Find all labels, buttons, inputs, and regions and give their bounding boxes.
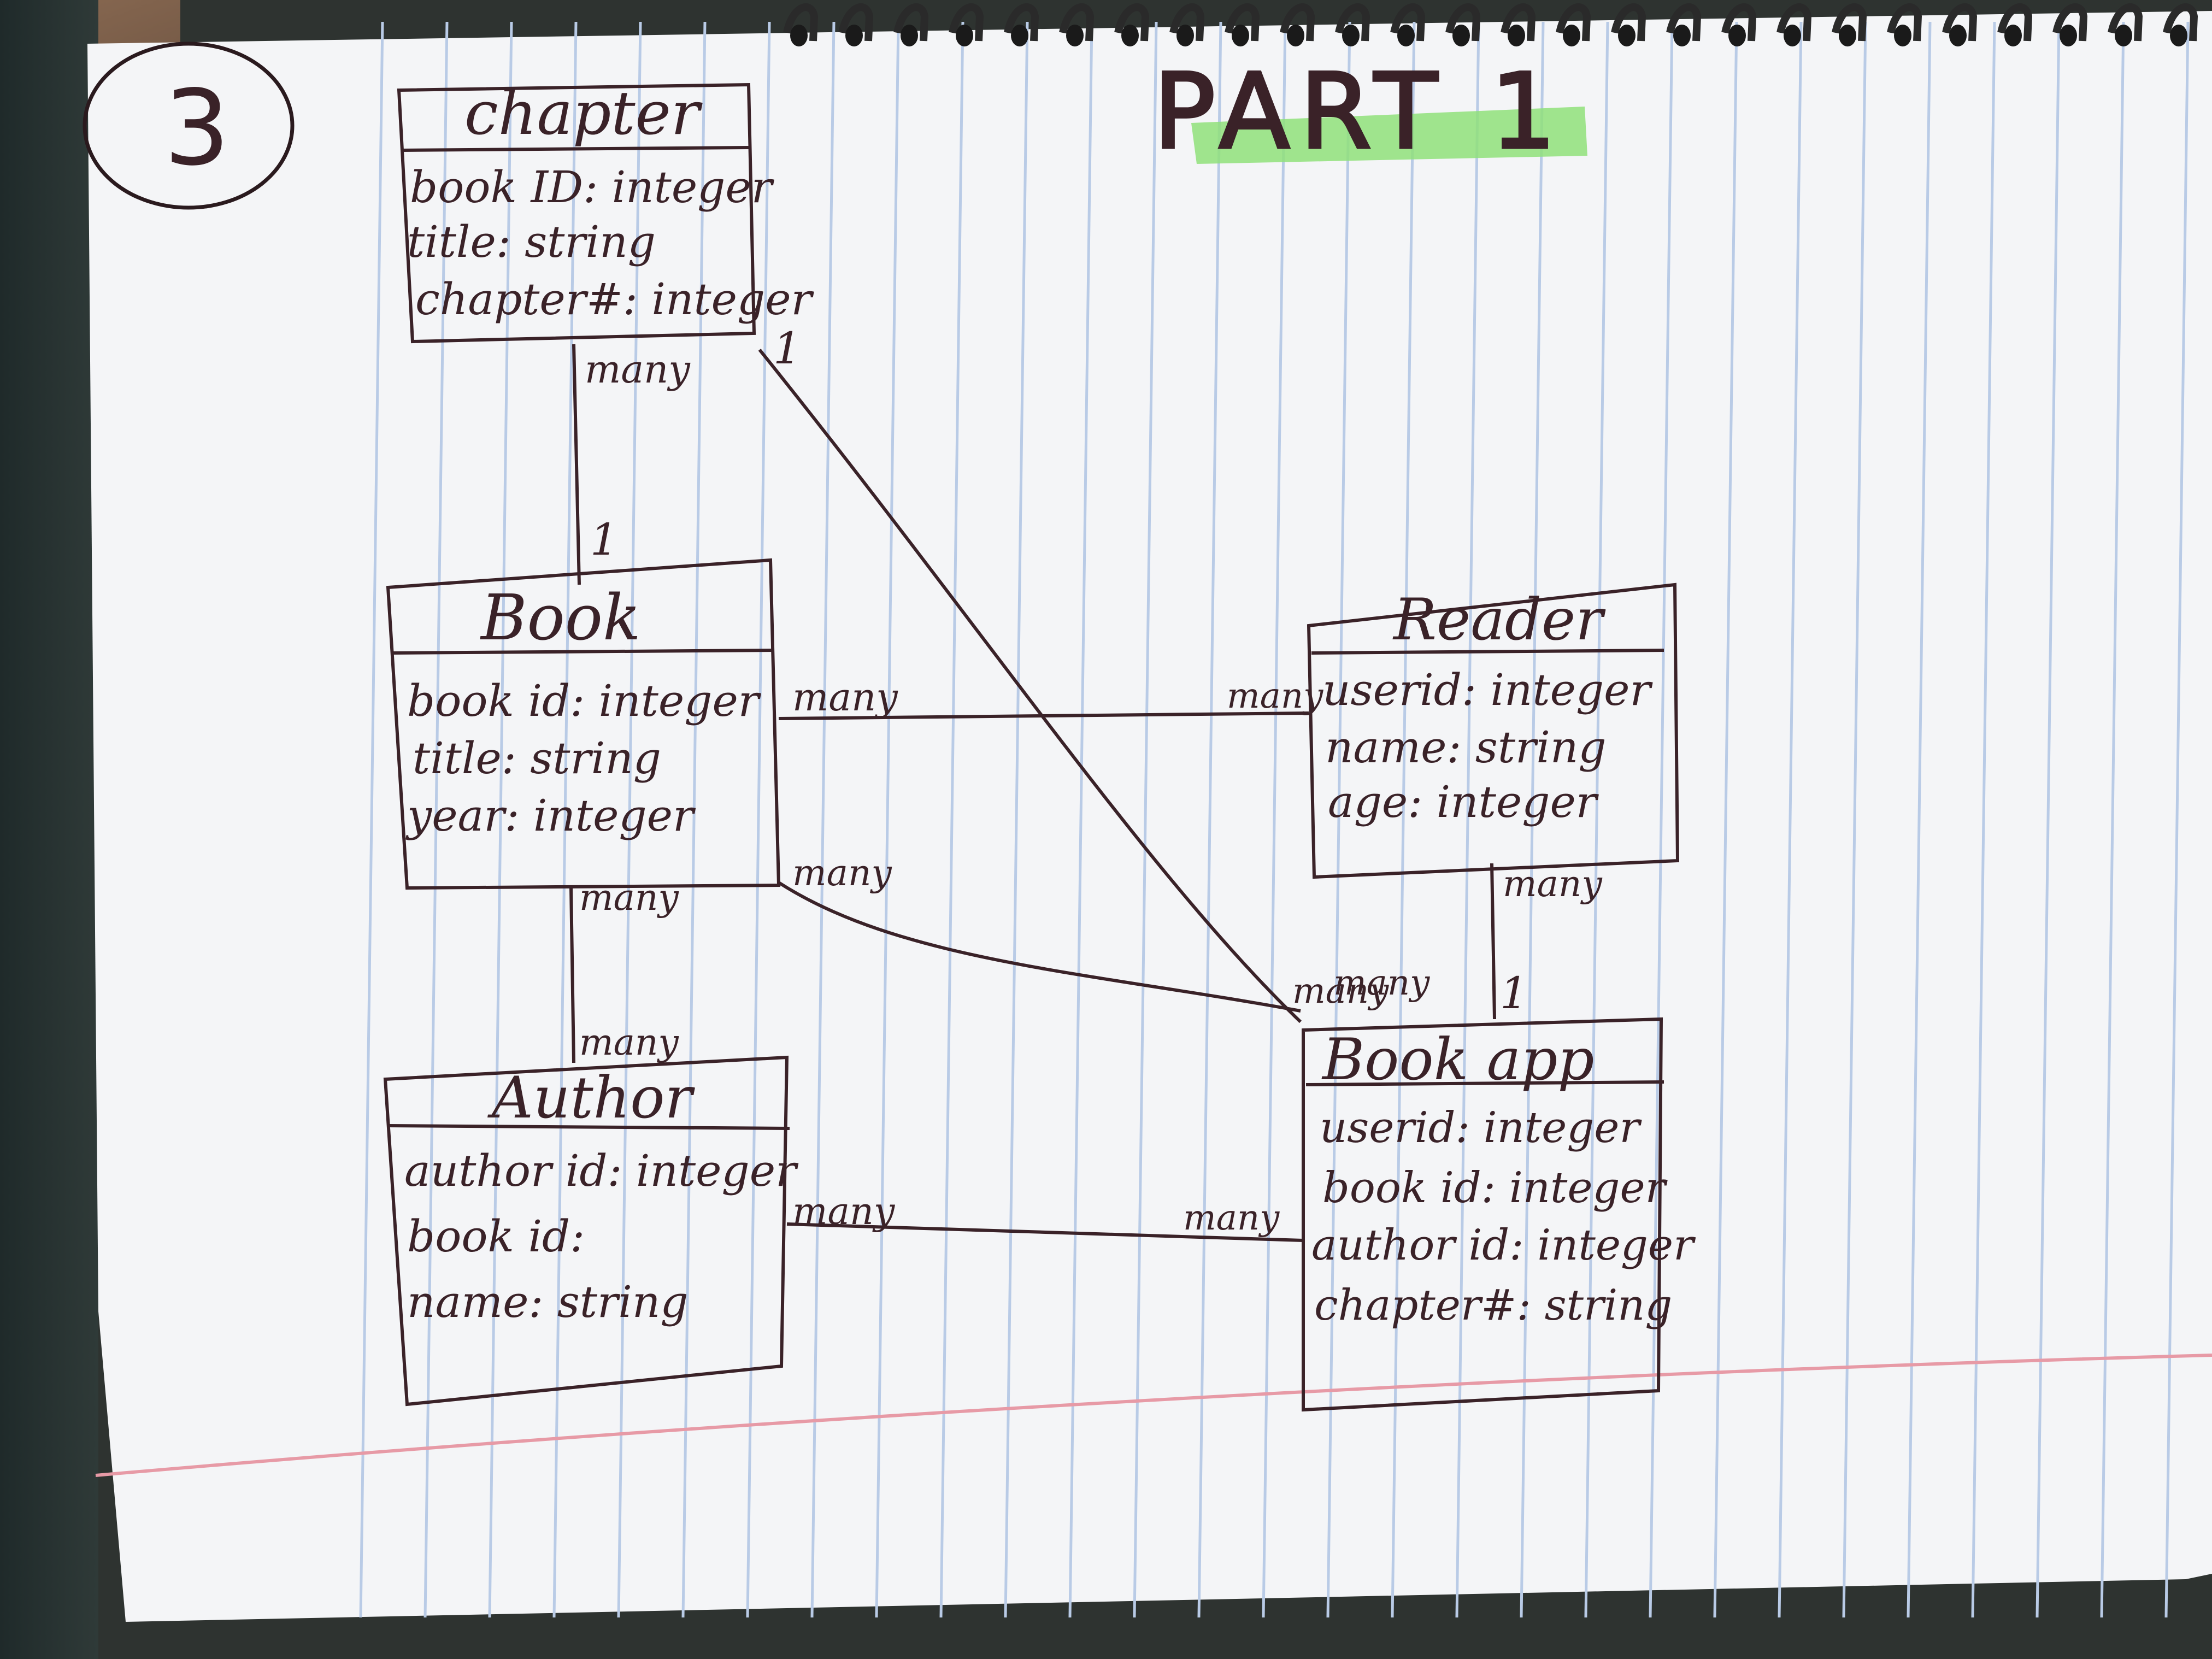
entity-author-attr-3: name: string bbox=[407, 1276, 689, 1327]
page-number-circle bbox=[83, 42, 295, 210]
entity-reader-title: Reader bbox=[1392, 586, 1606, 653]
card-chapter-book-many: many bbox=[585, 347, 691, 392]
heading-highlight bbox=[1191, 107, 1587, 164]
card-chapter-bookapp-1: 1 bbox=[773, 323, 801, 374]
card-book-author-many-bottom: many bbox=[579, 1021, 679, 1063]
entity-bookapp-attr-3: author id: integer bbox=[1311, 1221, 1696, 1270]
line-book-author bbox=[569, 887, 575, 1063]
paper-sheet bbox=[87, 11, 2212, 1622]
entity-author bbox=[383, 1055, 790, 1407]
page-heading: PART 1 bbox=[1153, 51, 1566, 172]
entity-chapter-title: chapter bbox=[464, 78, 703, 148]
entity-bookapp-attr-1: userid: integer bbox=[1320, 1103, 1642, 1152]
line-book-bookapp bbox=[778, 881, 1301, 1013]
ruled-lines bbox=[359, 21, 2190, 1618]
card-author-bookapp-many-right: many bbox=[1183, 1198, 1280, 1238]
spiral-binding bbox=[783, 3, 2198, 46]
line-book-reader bbox=[778, 711, 1309, 720]
entity-book-attr-2: title: string bbox=[413, 733, 661, 784]
relationship-lines bbox=[569, 344, 1496, 1242]
entity-reader-attr-2: name: string bbox=[1325, 722, 1607, 773]
card-chapter-bookapp-many: many bbox=[1333, 963, 1430, 1003]
entity-book-attr-1: book id: integer bbox=[407, 675, 762, 726]
entity-author-attr-2: book id: bbox=[407, 1211, 585, 1262]
entity-chapter-attr-1: book ID: integer bbox=[410, 162, 775, 213]
line-chapter-book bbox=[572, 344, 581, 585]
entity-author-attr-1: author id: integer bbox=[404, 1145, 799, 1196]
entity-book-title: Book bbox=[480, 581, 641, 655]
card-book-reader-many-left: many bbox=[792, 675, 898, 720]
card-book-reader-many-right: many bbox=[1227, 676, 1323, 716]
line-author-bookapp bbox=[786, 1222, 1304, 1242]
entity-bookapp-attr-4: chapter#: string bbox=[1314, 1281, 1672, 1330]
line-chapter-bookapp bbox=[758, 349, 1302, 1023]
page-number: 3 bbox=[164, 68, 230, 189]
entity-bookapp bbox=[1302, 1017, 1664, 1412]
dark-fabric-background bbox=[0, 0, 98, 1659]
entity-bookapp-attr-2: book id: integer bbox=[1322, 1163, 1668, 1213]
entity-bookapp-title: Book app bbox=[1321, 1026, 1595, 1093]
entity-author-title: Author bbox=[487, 1064, 695, 1131]
card-chapter-book-1: 1 bbox=[590, 514, 618, 565]
line-reader-bookapp bbox=[1490, 863, 1496, 1020]
card-book-author-many-top: many bbox=[579, 876, 679, 919]
entity-book-attr-3: year: integer bbox=[405, 790, 696, 841]
card-book-bookapp-many-left: many bbox=[792, 852, 892, 894]
card-reader-bookapp-1: 1 bbox=[1500, 968, 1528, 1019]
card-book-bookapp-many-right: many bbox=[1292, 971, 1389, 1011]
card-reader-bookapp-many: many bbox=[1503, 863, 1602, 905]
entity-chapter bbox=[397, 83, 756, 344]
entity-chapter-attr-2: title: string bbox=[407, 216, 656, 267]
entity-book bbox=[386, 558, 781, 890]
card-author-bookapp-many-left: many bbox=[792, 1190, 896, 1233]
entity-chapter-attr-3: chapter#: integer bbox=[415, 274, 815, 325]
entity-reader-attr-1: userid: integer bbox=[1322, 664, 1654, 715]
margin-line bbox=[95, 1354, 2212, 1477]
entity-reader-attr-3: age: integer bbox=[1328, 776, 1599, 827]
entity-reader bbox=[1307, 583, 1680, 879]
